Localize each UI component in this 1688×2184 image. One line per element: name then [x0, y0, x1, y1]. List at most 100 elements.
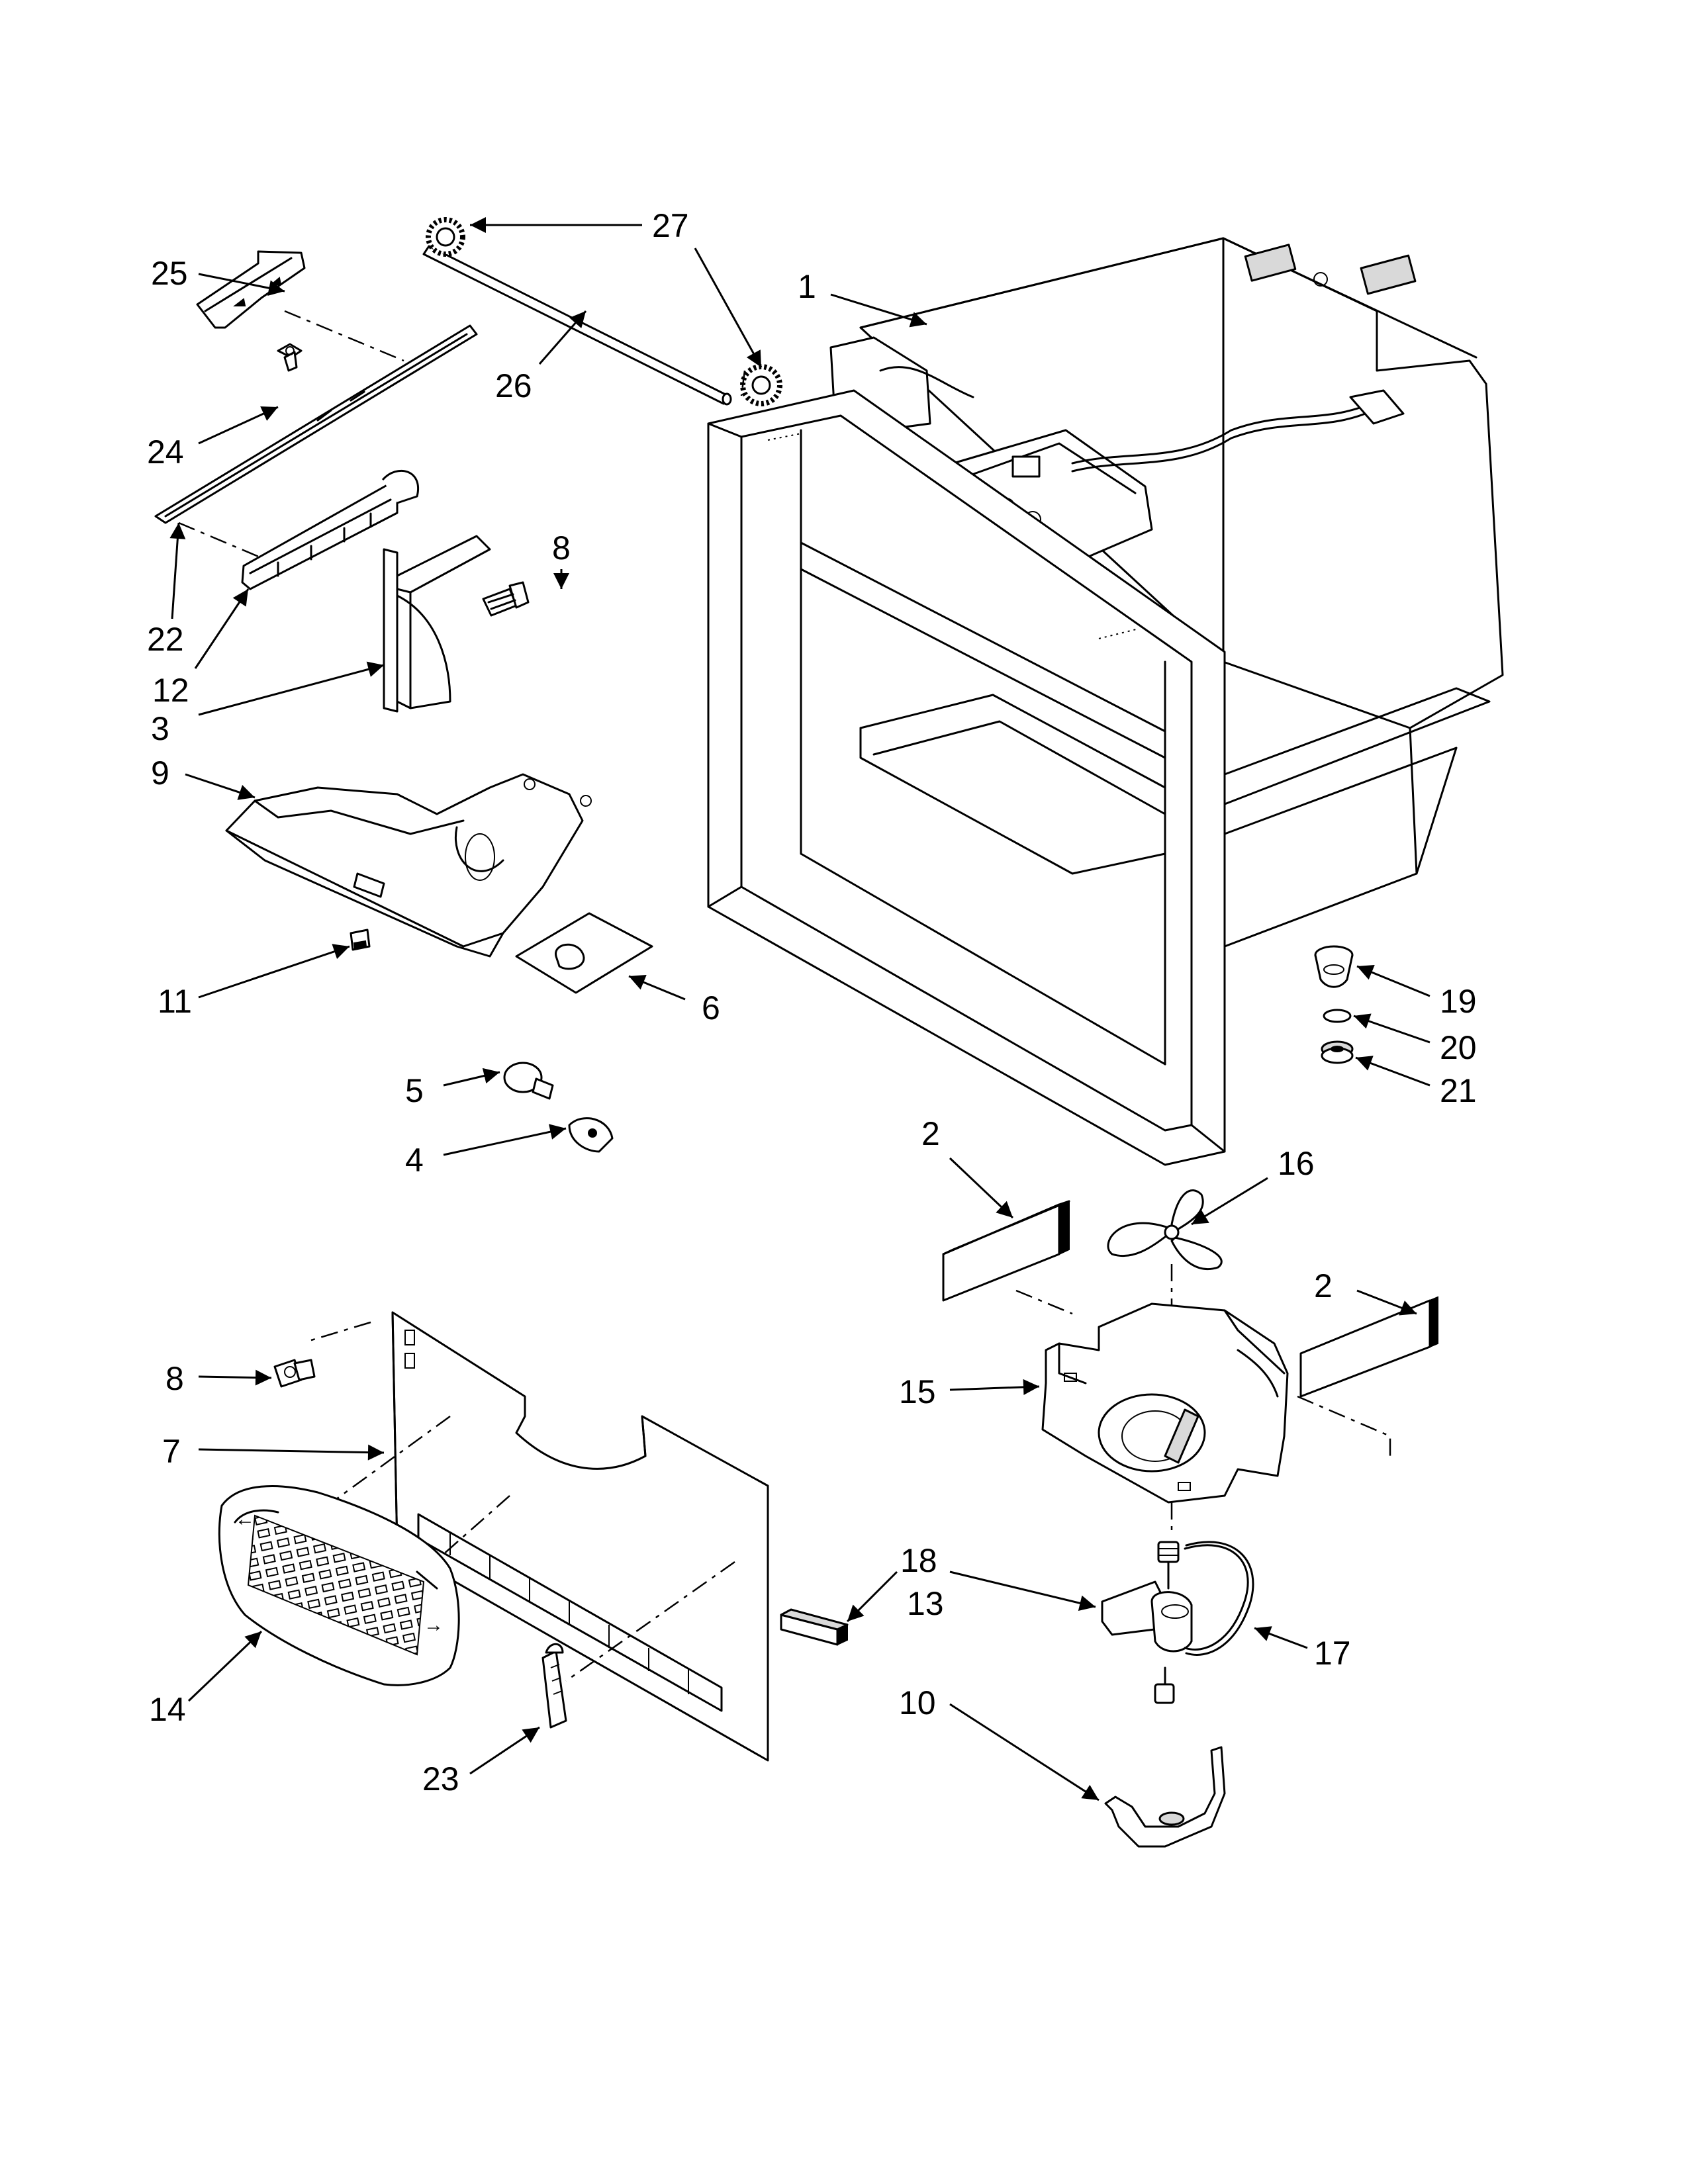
- leader-10: [949, 1703, 1100, 1801]
- alignment-line-2-15-left: [1015, 1289, 1073, 1315]
- alignment-line-8-7: [310, 1321, 371, 1342]
- svg-text:←: ←: [235, 1508, 255, 1530]
- leader-22: [169, 522, 186, 619]
- leader-27b: [694, 248, 763, 368]
- leader-12: [194, 588, 250, 669]
- leader-6: [628, 975, 686, 1001]
- part-17-wire-harness: [1184, 1544, 1249, 1651]
- part-3-side-bracket: [383, 535, 491, 713]
- part-14-front-grille: ← →: [218, 1484, 460, 1686]
- part-11-clip: [350, 929, 371, 951]
- leader-2b: [1356, 1289, 1417, 1316]
- callout-8a: 8: [552, 529, 571, 567]
- part-7-rear-panel: [391, 1311, 769, 1762]
- part-22-drawer-rail: [154, 324, 478, 524]
- alignment-line-27: [740, 370, 746, 396]
- callout-7: 7: [162, 1433, 181, 1470]
- callout-5: 5: [405, 1072, 424, 1109]
- callout-3: 3: [151, 710, 169, 747]
- alignment-line-7-23: [565, 1561, 735, 1682]
- callout-1: 1: [798, 268, 816, 305]
- callout-4: 4: [405, 1142, 424, 1179]
- leader-2a: [949, 1157, 1014, 1219]
- panel-vent-slots: [417, 1513, 723, 1712]
- leader-11: [198, 944, 350, 999]
- callout-16: 16: [1278, 1145, 1315, 1182]
- leader-18: [949, 1570, 1096, 1612]
- leader-24: [198, 406, 279, 445]
- part-4-lamp-socket: [568, 1117, 614, 1153]
- part-5-light-bulb: [503, 1062, 554, 1100]
- leader-1: [830, 293, 927, 328]
- callout-6: 6: [702, 989, 720, 1026]
- part-2-insulation-pad-right: [1299, 1296, 1438, 1398]
- callout-8b: 8: [165, 1360, 184, 1397]
- callout-14: 14: [149, 1691, 186, 1728]
- leader-20: [1353, 1013, 1430, 1044]
- part-18-fan-motor: [1101, 1541, 1193, 1653]
- leader-13: [846, 1570, 898, 1623]
- part-6-label-sheet: [515, 912, 653, 994]
- callout-18: 18: [900, 1542, 937, 1579]
- part-12-slide-bracket-lower: [241, 469, 420, 590]
- callout-27a: 27: [652, 207, 689, 244]
- part-20-o-ring: [1323, 1009, 1352, 1023]
- leader-19: [1356, 964, 1430, 997]
- callout-9: 9: [151, 754, 169, 792]
- part-24-screw: [277, 343, 303, 372]
- leader-5: [443, 1068, 500, 1087]
- callout-12: 12: [152, 672, 189, 709]
- callout-25: 25: [151, 255, 188, 292]
- part-15-fan-shroud: [1041, 1302, 1289, 1504]
- callout-23: 23: [422, 1760, 459, 1797]
- leader-14: [187, 1630, 263, 1702]
- leader-21: [1355, 1056, 1430, 1087]
- part-9-air-duct-cover: [225, 773, 592, 958]
- leader-26: [538, 310, 587, 365]
- alignment-line-2-15-right: [1297, 1395, 1391, 1456]
- callout-2a: 2: [921, 1115, 940, 1152]
- part-27-gear-right: [740, 364, 782, 406]
- callout-2b: 2: [1314, 1267, 1333, 1304]
- leader-7: [198, 1444, 385, 1461]
- part-17-wire-harness-outer: [1185, 1541, 1254, 1656]
- part-27-gear-left: [426, 217, 465, 257]
- alignment-line-7-14-b: [397, 1495, 510, 1596]
- leader-lines: [169, 217, 1430, 1801]
- alignment-line-22-12: [178, 522, 265, 561]
- callout-labels: 27 25 1 26 24 8 22 12 3 9 11 6 19 20 21 …: [147, 207, 1477, 1797]
- callout-21: 21: [1440, 1072, 1477, 1109]
- callout-13: 13: [907, 1585, 944, 1622]
- leader-9: [185, 773, 256, 800]
- callout-19: 19: [1440, 983, 1477, 1020]
- part-8-screw-upper: [482, 581, 530, 617]
- leader-4: [443, 1124, 567, 1156]
- svg-text:→: →: [424, 1614, 444, 1636]
- part-8-screw-lower: [273, 1359, 316, 1388]
- callout-10: 10: [899, 1684, 936, 1721]
- callout-24: 24: [147, 433, 184, 471]
- part-2-insulation-pad-left: [942, 1200, 1070, 1302]
- leader-3: [198, 661, 385, 716]
- part-16-fan-blade: [1107, 1189, 1223, 1271]
- callout-15: 15: [899, 1373, 936, 1410]
- leader-25: [198, 273, 285, 296]
- leader-8b: [198, 1369, 272, 1386]
- alignment-line-25-22: [284, 310, 404, 362]
- callout-26: 26: [495, 367, 532, 404]
- callout-20: 20: [1440, 1029, 1477, 1066]
- part-1-bin-housing: [707, 237, 1504, 1166]
- leader-15: [949, 1379, 1040, 1395]
- part-19-foot-cup: [1314, 945, 1354, 988]
- part-23-damper-knob: [541, 1643, 567, 1729]
- part-21-washer: [1321, 1040, 1354, 1064]
- callout-22: 22: [147, 621, 184, 658]
- part-10-motor-bracket: [1104, 1666, 1226, 1848]
- leader-16: [1191, 1177, 1268, 1226]
- callout-11: 11: [158, 983, 192, 1020]
- part-13-foam-strip: [780, 1608, 849, 1646]
- callout-17: 17: [1314, 1635, 1351, 1672]
- leader-23: [469, 1726, 540, 1775]
